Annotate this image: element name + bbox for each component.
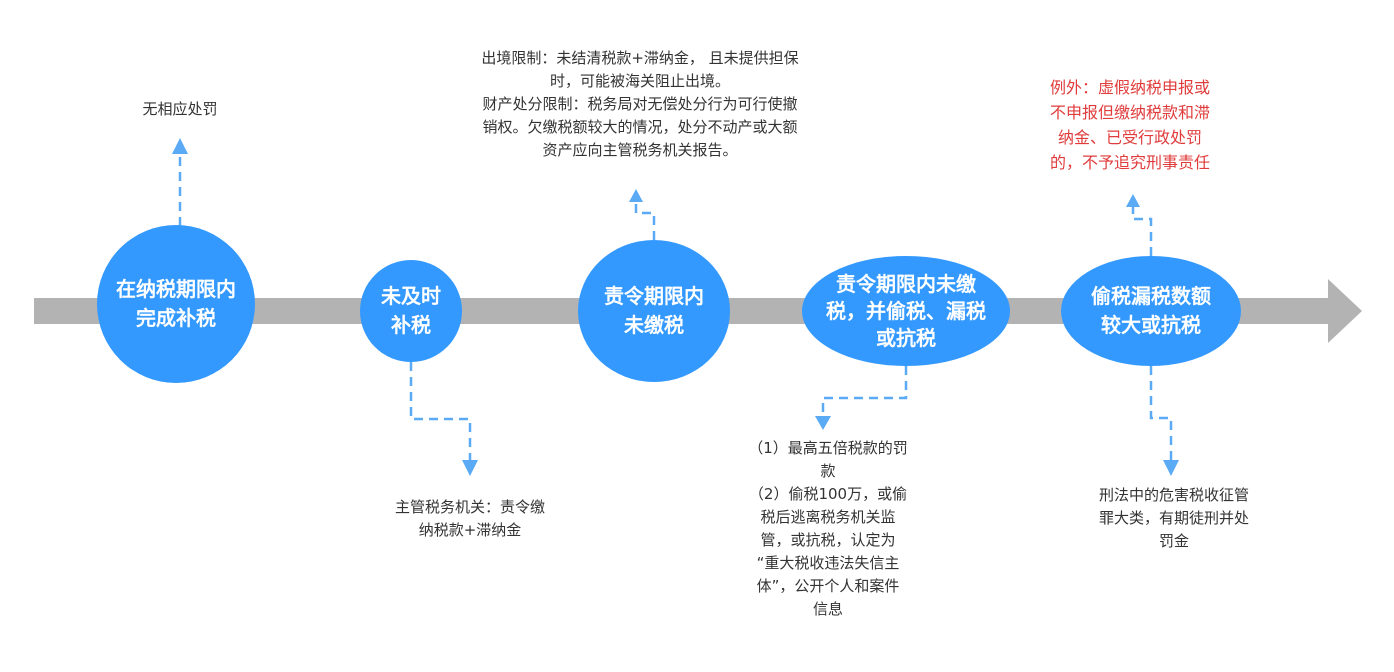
note-exception: 例外：虚假纳税申报或 不申报但缴纳税款和滞 纳金、已受行政处罚 的，不予追究刑事…: [1020, 75, 1240, 175]
note-line: 款: [820, 462, 836, 480]
note-line: 罚金: [1158, 532, 1189, 550]
note-line: 管，或抗税，认定为: [760, 531, 896, 549]
note-line: 出境限制：未结清税款+滞纳金， 且未提供担保: [481, 49, 799, 67]
note-line: 资产应向主管税务机关报告。: [542, 141, 738, 159]
stage-node-5: 偷税漏税数额 较大或抗税: [1061, 256, 1241, 366]
note-line: 例外：虚假纳税申报或: [1049, 78, 1210, 97]
note-line: “重大税收违法失信主: [756, 554, 900, 572]
note-line: 的，不予追究刑事责任: [1049, 153, 1210, 172]
stage-label-line: 税，并偷税、漏税: [826, 298, 986, 323]
note-line: 信息: [812, 600, 843, 618]
note-line: 体”，公开个人和案件: [756, 577, 900, 595]
arrowhead-icon: [1163, 460, 1179, 476]
connector-stage5-up: [1131, 205, 1153, 256]
note-line: 不申报但缴纳税款和滞: [1049, 103, 1210, 122]
stage-circle: [360, 260, 462, 362]
arrowhead-icon: [462, 460, 478, 476]
stage-node-1: 在纳税期限内 完成补税: [97, 225, 255, 383]
note-line: 纳金、已受行政处罚: [1057, 128, 1202, 147]
note-punishment: （1）最高五倍税款的罚 款 （2）偷税100万，或偷 税后逃离税务机关监 管，或…: [710, 437, 946, 621]
arrowhead-icon: [815, 416, 831, 430]
stage-node-2: 未及时 补税: [360, 260, 462, 362]
note-line: 刑法中的危害税收征管: [1098, 486, 1249, 504]
note-line: （2）偷税100万，或偷: [748, 485, 908, 503]
stage-label-line: 责令期限内未缴: [836, 271, 976, 296]
stage-label-line: 或抗税: [876, 325, 936, 350]
note-restrictions: 出境限制：未结清税款+滞纳金， 且未提供担保 时，可能被海关阻止出境。 财产处分…: [415, 47, 865, 162]
arrowhead-icon: [1126, 194, 1140, 207]
stage-circle: [1061, 256, 1241, 366]
note-authority-order: 主管税务机关：责令缴 纳税款+滞纳金: [355, 496, 585, 542]
note-line: 无相应处罚: [142, 100, 218, 118]
note-line: （1）最高五倍税款的罚: [748, 439, 908, 457]
stage-circle: [97, 225, 255, 383]
stage-circle: [802, 256, 1010, 366]
stage-label-line: 责令期限内: [604, 284, 704, 308]
note-line: 销权。欠缴税额较大的情况，处分不动产或大额: [482, 118, 798, 136]
note-line: 纳税款+滞纳金: [418, 521, 522, 539]
stage-label-line: 未及时: [381, 284, 441, 308]
note-no-penalty: 无相应处罚: [100, 98, 260, 121]
stage-circle: [578, 240, 730, 382]
stage-label-line: 在纳税期限内: [116, 277, 236, 301]
connector-stage3-up: [634, 200, 656, 240]
note-line: 主管税务机关：责令缴: [394, 498, 545, 516]
stage-node-3: 责令期限内 未缴税: [578, 240, 730, 382]
stage-label-line: 未缴税: [624, 313, 684, 337]
stage-label-line: 较大或抗税: [1101, 313, 1201, 337]
connector-stage5-down: [1149, 366, 1173, 462]
arrowhead-icon: [629, 189, 643, 202]
stage-node-4: 责令期限内未缴 税，并偷税、漏税 或抗税: [802, 256, 1010, 366]
stage-label-line: 补税: [391, 313, 431, 337]
arrowhead-icon: [172, 138, 188, 154]
note-line: 罪大类，有期徒刑并处: [1098, 509, 1249, 527]
stage-label-line: 偷税漏税数额: [1091, 284, 1211, 308]
note-criminal: 刑法中的危害税收征管 罪大类，有期徒刑并处 罚金: [1056, 484, 1292, 553]
connector-stage4-down: [821, 366, 908, 418]
note-line: 财产处分限制：税务局对无偿处分行为可行使撤: [482, 95, 798, 113]
stage-label-line: 完成补税: [136, 306, 216, 330]
note-line: 时，可能被海关阻止出境。: [549, 72, 730, 90]
note-line: 税后逃离税务机关监: [760, 508, 896, 526]
connector-stage2-down: [409, 362, 472, 462]
